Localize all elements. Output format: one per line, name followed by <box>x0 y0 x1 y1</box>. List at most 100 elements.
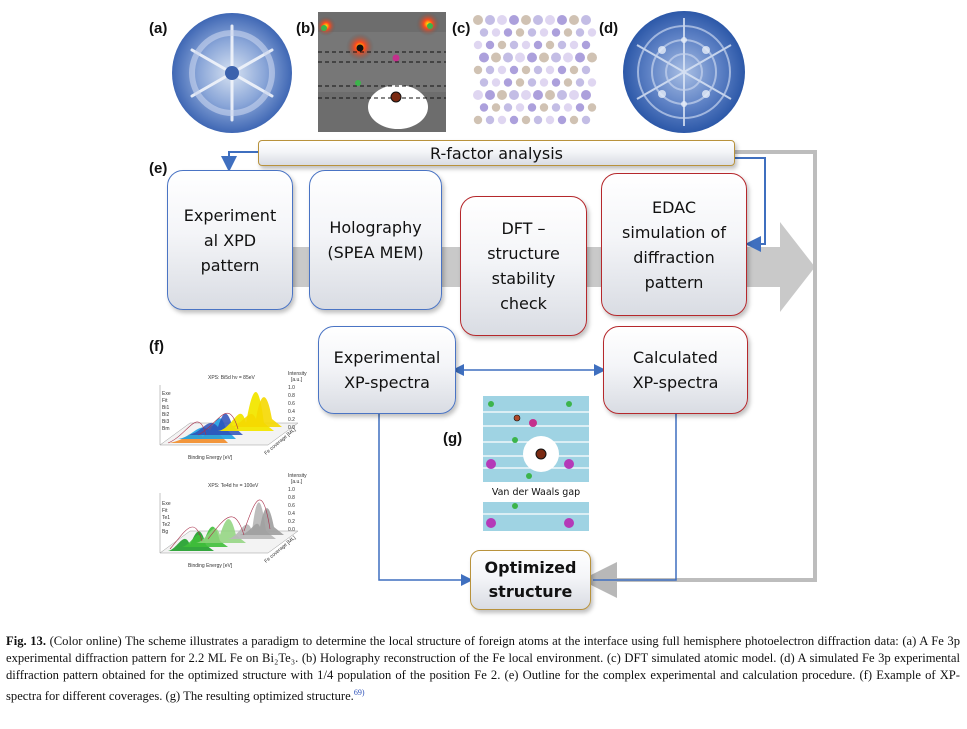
atom-sphere <box>527 52 537 63</box>
xps-top-plot: XPS: Bi5d hν = 85eV Intensity [a.u.] Bin… <box>159 371 307 461</box>
atom-sphere <box>569 15 579 25</box>
atom-sphere <box>503 103 513 112</box>
atom-sphere <box>563 103 573 112</box>
atom-sphere <box>557 115 567 125</box>
experimental-xpd-label: Experiment al XPD pattern <box>183 205 277 275</box>
calculated-xps-label: Calculated XP-spectra <box>632 348 719 392</box>
atom-sphere <box>581 40 591 50</box>
atom-sphere <box>587 52 597 63</box>
atom-sphere <box>515 103 525 112</box>
xps-intensity-tick: 0.8 <box>288 495 295 501</box>
atom-sphere <box>491 78 501 87</box>
atom-sphere <box>521 90 531 100</box>
figure-caption: Fig. 13. (Color online) The scheme illus… <box>6 633 960 705</box>
atom-sphere <box>491 103 501 112</box>
caption-text: (Color online) The scheme illustrates a … <box>6 634 960 704</box>
xps-legend-entry: Exe <box>162 501 171 507</box>
atom-sphere <box>497 15 507 25</box>
panel-label-d: (d) <box>599 20 619 37</box>
atom-sphere <box>509 115 519 125</box>
experimental-xps-label: Experimental XP-spectra <box>333 348 441 392</box>
atom-sphere <box>563 52 573 63</box>
atom-sphere <box>515 78 525 87</box>
atom-sphere <box>545 15 555 25</box>
atom-sphere <box>569 115 579 125</box>
xps-bottom-title: XPS: Te4d hν = 100eV <box>208 483 259 489</box>
atom-sphere <box>575 78 585 87</box>
atom-sphere <box>503 28 513 37</box>
atom-sphere <box>533 90 543 100</box>
xps-intensity-tick: 0.0 <box>288 527 295 533</box>
atom-sphere <box>581 15 591 25</box>
atom-sphere <box>575 52 585 63</box>
atom-sphere <box>533 40 543 50</box>
atom-sphere <box>545 115 555 125</box>
atom-sphere <box>497 65 507 75</box>
xps-intensity-tick: 0.2 <box>288 519 295 525</box>
atom-sphere <box>587 103 597 112</box>
atom-sphere <box>521 15 531 25</box>
atom-sphere <box>479 52 489 63</box>
rfactor-to-experiment-arrow <box>221 151 258 172</box>
atom-sphere <box>551 28 561 37</box>
atom-sphere <box>509 40 519 50</box>
atom-sphere <box>551 78 561 87</box>
atom-sphere <box>557 40 567 50</box>
feedback-loop-line <box>581 150 817 598</box>
dft-stability-box: DFT – structure stability check <box>460 196 587 336</box>
xps-intensity-tick: 0.4 <box>288 409 295 415</box>
experimental-xpd-pattern-image <box>172 13 292 133</box>
atom-sphere <box>497 40 507 50</box>
atom-sphere <box>539 78 549 87</box>
atom-sphere <box>503 78 513 87</box>
atom-sphere <box>515 52 525 63</box>
panel-label-a: (a) <box>149 20 168 37</box>
xps-spectra-figure: XPS: Bi5d hν = 85eV Intensity [a.u.] Bin… <box>159 371 307 569</box>
xps-intensity-tick: 0.2 <box>288 417 295 423</box>
atom-sphere <box>581 65 591 75</box>
atom-sphere <box>485 40 495 50</box>
xps-intensity-tick: 1.0 <box>288 487 295 493</box>
atom-sphere <box>545 40 555 50</box>
atom-sphere <box>533 65 543 75</box>
atom-sphere <box>491 52 501 63</box>
xps-intensity-tick: 0.6 <box>288 503 295 509</box>
xps-intensity-tick: 0.8 <box>288 393 295 399</box>
xps-legend-entry: Exe <box>162 391 171 397</box>
expxps-to-optimized-arrow <box>378 414 473 586</box>
vdw-gap-label: Van der Waals gap <box>492 487 580 498</box>
atom-sphere <box>569 65 579 75</box>
caption-reference: 69) <box>353 688 365 697</box>
atom-sphere <box>581 115 591 125</box>
atom-sphere <box>473 65 483 75</box>
xps-legend-entry: Bi3 <box>162 419 169 425</box>
atom-sphere <box>563 28 573 37</box>
edac-simulation-label: EDAC simulation of diffraction pattern <box>622 197 726 292</box>
atom-sphere <box>485 115 495 125</box>
atom-sphere <box>545 65 555 75</box>
optimized-structure-label: Optimized structure <box>484 558 577 601</box>
xps-intensity-tick: 0.4 <box>288 511 295 517</box>
caption-fig-label: Fig. 13. <box>6 634 46 648</box>
atom-sphere <box>551 52 561 63</box>
atom-sphere <box>521 65 531 75</box>
atom-sphere <box>545 90 555 100</box>
atom-sphere <box>527 28 537 37</box>
atom-sphere <box>509 65 519 75</box>
panel-label-e: (e) <box>149 160 168 177</box>
atom-sphere <box>557 90 567 100</box>
atom-sphere <box>557 65 567 75</box>
xps-legend-entry: Bm <box>162 426 170 432</box>
xps-intensity-tick: 0.0 <box>288 425 295 431</box>
experimental-xpd-box: Experiment al XPD pattern <box>167 170 293 310</box>
holography-label: Holography (SPEA MEM) <box>327 218 424 262</box>
xps-legend-entry: Te1 <box>162 515 170 521</box>
xps-intensity-tick: 0.6 <box>288 401 295 407</box>
holography-reconstruction-image <box>318 12 446 132</box>
atom-sphere <box>509 90 519 100</box>
atom-sphere <box>473 40 483 50</box>
atom-sphere <box>515 28 525 37</box>
optimized-structure-box: Optimized structure <box>470 550 591 610</box>
atom-sphere <box>587 28 597 37</box>
atom-sphere <box>473 15 483 25</box>
